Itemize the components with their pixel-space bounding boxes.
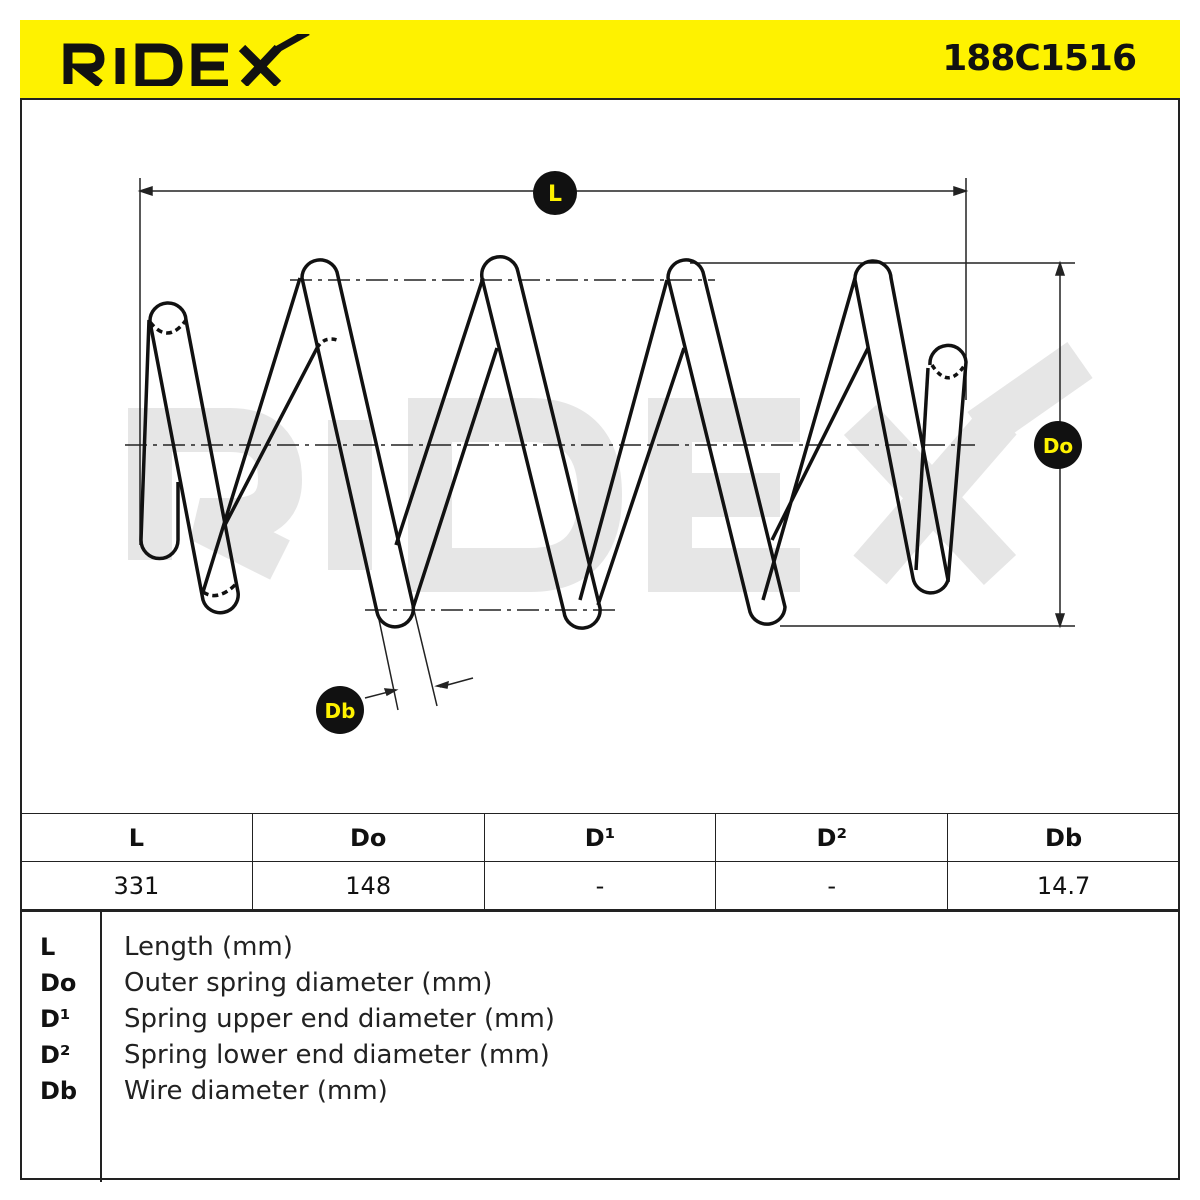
legend-description: Outer spring diameter (mm) <box>124 968 493 998</box>
legend-item: D² Spring lower end diameter (mm) <box>20 1037 1180 1073</box>
header-bar: 188C1516 <box>20 20 1180 100</box>
spec-header: Db <box>947 813 1180 862</box>
legend-description: Spring upper end diameter (mm) <box>124 1004 555 1034</box>
watermark-logo <box>128 341 1093 592</box>
spec-value: 331 <box>20 861 253 910</box>
spec-header: L <box>20 813 253 862</box>
legend-item: Db Wire diameter (mm) <box>20 1073 1180 1109</box>
spec-table: L Do D¹ D² Db 331 148 - - 14.7 <box>20 813 1180 910</box>
legend-divider <box>100 912 102 1182</box>
spring-drawing: L Do Db <box>125 171 1093 734</box>
callout-wire-diameter: Db <box>316 686 364 734</box>
callout-wire-diameter-label: Db <box>325 699 356 723</box>
legend-item: Do Outer spring diameter (mm) <box>20 965 1180 1001</box>
callout-outer-diameter-label: Do <box>1043 434 1073 458</box>
legend-key: L <box>40 933 56 961</box>
legend-description: Length (mm) <box>124 932 293 962</box>
spec-value: - <box>483 861 717 910</box>
ridex-logo <box>63 34 310 86</box>
spec-header: Do <box>251 813 485 862</box>
callout-outer-diameter: Do <box>1034 421 1082 469</box>
spec-value-row: 331 148 - - 14.7 <box>20 861 1180 910</box>
spec-header: D¹ <box>483 813 717 862</box>
center-lines <box>125 279 975 611</box>
callout-length: L <box>533 171 577 215</box>
legend-key: D² <box>40 1041 71 1069</box>
legend-key: D¹ <box>40 1005 71 1033</box>
legend: L Length (mm) Do Outer spring diameter (… <box>20 910 1180 1182</box>
callout-length-label: L <box>548 182 562 207</box>
spec-header: D² <box>715 813 949 862</box>
legend-item: D¹ Spring upper end diameter (mm) <box>20 1001 1180 1037</box>
spec-value: - <box>715 861 949 910</box>
legend-description: Spring lower end diameter (mm) <box>124 1040 550 1070</box>
spec-value: 14.7 <box>947 861 1180 910</box>
legend-key: Db <box>40 1077 78 1105</box>
legend-item: L Length (mm) <box>20 929 1180 965</box>
spec-value: 148 <box>251 861 485 910</box>
wire-diameter-dimension <box>364 609 474 711</box>
spec-header-row: L Do D¹ D² Db <box>20 813 1180 862</box>
legend-description: Wire diameter (mm) <box>124 1076 388 1106</box>
coil-spring <box>139 255 968 630</box>
part-number: 188C1516 <box>942 38 1137 79</box>
legend-key: Do <box>40 969 77 997</box>
